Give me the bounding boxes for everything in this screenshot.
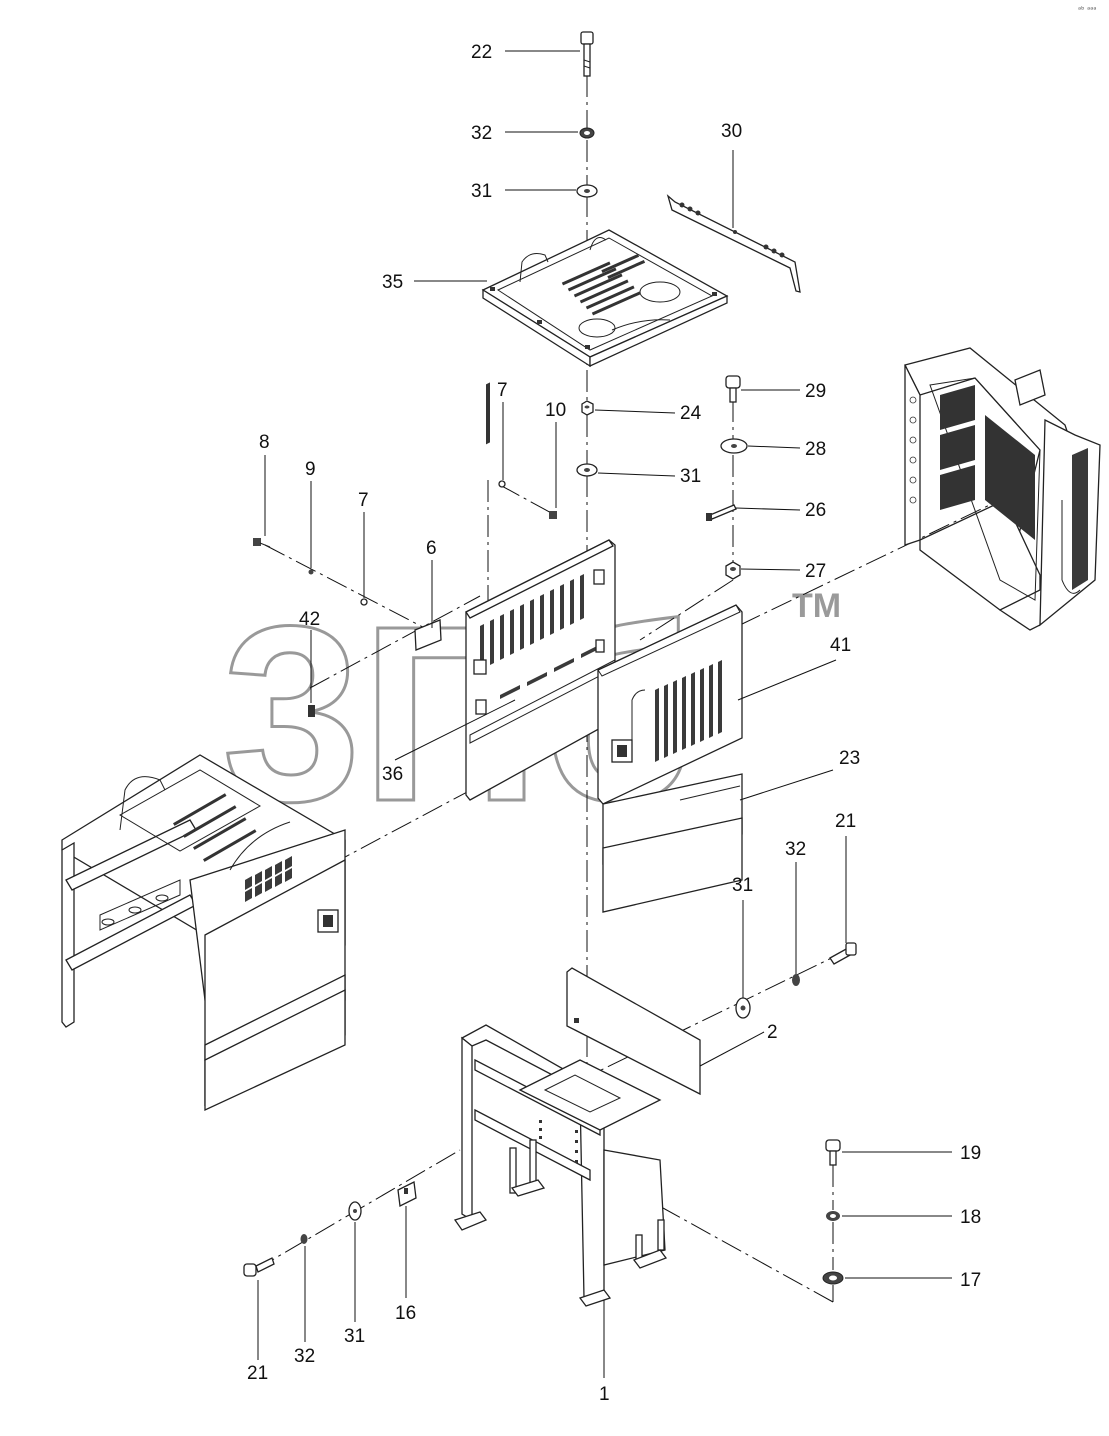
lock-washer-32-top [579,127,595,139]
callout-29: 29 [805,381,826,402]
callout-32: 32 [471,123,492,144]
base-frame-1 [453,1024,668,1307]
bolt-21-left [243,1257,275,1277]
callout-7: 7 [497,380,508,401]
callout-2: 2 [767,1022,778,1043]
callout-21: 21 [247,1363,268,1384]
door-panel-41 [597,604,743,805]
callout-35: 35 [382,272,403,293]
callout-31: 31 [732,875,753,896]
callout-18: 18 [960,1207,981,1228]
callout-27: 27 [805,561,826,582]
callout-21: 21 [835,811,856,832]
pin-26 [706,504,737,521]
enclosure-assembly-left [61,754,346,1112]
callout-23: 23 [839,748,860,769]
callout-24: 24 [680,403,702,424]
flat-washer-31-right [735,997,751,1019]
lock-washer-18 [826,1211,840,1221]
flat-washer-31-top [576,184,598,198]
guard-plate-2 [566,967,701,1096]
flat-washer-31-mid [576,463,598,477]
callout-30: 30 [721,121,742,142]
bolt-22 [580,31,594,77]
callout-32: 32 [294,1346,315,1367]
callout-6: 6 [426,538,437,559]
callout-26: 26 [805,500,826,521]
callout-16: 16 [395,1303,416,1324]
bolt-21-right [829,942,857,965]
flat-washer-28 [720,438,748,454]
lock-washer-32-right [792,974,800,986]
callout-labels: 22 32 31 30 35 7 10 24 31 29 28 26 27 8 … [247,42,981,1405]
callout-22: 22 [471,42,492,63]
nut-27 [725,561,741,580]
washer-7-left [360,598,368,606]
callout-32: 32 [785,839,806,860]
clip-16 [397,1181,417,1207]
bolt-19 [825,1139,841,1166]
callout-9: 9 [305,459,316,480]
callout-31: 31 [471,181,492,202]
callout-36: 36 [382,764,403,785]
callout-7: 7 [358,490,369,511]
leader-lines [257,50,952,1378]
clip-42 [308,705,315,717]
callout-28: 28 [805,439,826,460]
callout-17: 17 [960,1270,981,1291]
svg-text:TM: TM [792,587,841,625]
roof-panel-35 [481,229,729,368]
bracket-30 [666,194,801,293]
callout-19: 19 [960,1143,981,1164]
side-panel-36 [465,382,616,801]
flat-washer-31-left [348,1201,362,1221]
lock-washer-32-left [300,1234,308,1244]
bolt-29 [725,375,741,403]
callout-41: 41 [830,635,851,656]
screw-8 [253,538,271,548]
callout-31: 31 [344,1326,365,1347]
washer-7-right [498,480,506,488]
callout-31: 31 [680,466,701,487]
callout-1: 1 [599,1384,610,1405]
radiator-housing-right [904,347,1101,631]
flat-washer-17 [822,1271,844,1285]
callout-42: 42 [299,609,320,630]
nut-10 [549,511,557,519]
corner-mark: ᵃᵇ ᵃᵃᵃ [1078,5,1097,14]
callout-8: 8 [259,432,270,453]
washer-9 [308,569,314,575]
nut-24 [581,400,594,416]
callout-10: 10 [545,400,566,421]
door-lower-panel-23 [602,773,743,913]
